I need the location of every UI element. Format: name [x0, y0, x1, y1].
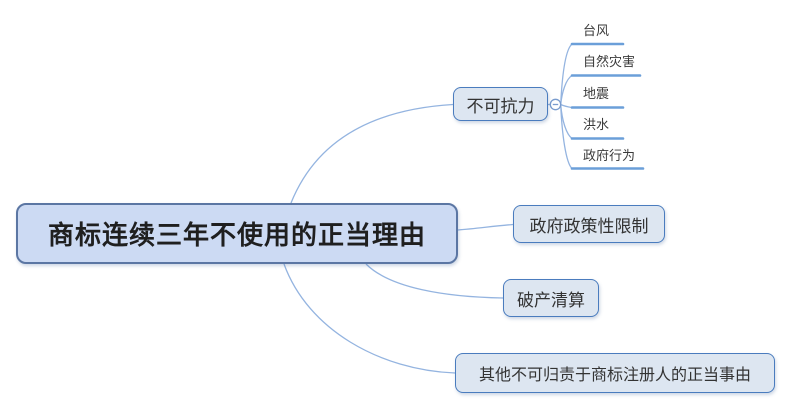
branch-topic-policy-restriction[interactable]: 政府政策性限制 — [513, 205, 665, 243]
branch-topic-force-majeure[interactable]: 不可抗力 — [453, 87, 548, 121]
connector-root-to-bankruptcy — [365, 263, 504, 299]
connector-force-to-earthquake — [560, 103, 573, 109]
leaf-topic-natural-disaster[interactable]: 自然灾害 — [583, 55, 636, 70]
connector-root-to-other — [283, 263, 456, 374]
branch-topic-other-justified-reasons[interactable]: 其他不可归责于商标注册人的正当事由 — [455, 353, 775, 393]
connector-root-to-policy — [457, 223, 514, 231]
collapse-toggle[interactable] — [549, 98, 562, 111]
leaf-topic-typhoon[interactable]: 台风 — [583, 24, 610, 39]
connector-force-to-government-action — [560, 104, 573, 169]
branch-topic-bankruptcy-liquidation[interactable]: 破产清算 — [503, 279, 599, 317]
root-topic[interactable]: 商标连续三年不使用的正当理由 — [16, 203, 458, 264]
leaf-topic-earthquake[interactable]: 地震 — [583, 87, 610, 102]
leaf-topic-flood[interactable]: 洪水 — [583, 118, 610, 133]
leaf-topic-government-action[interactable]: 政府行为 — [583, 149, 636, 164]
connector-root-to-force-majeure — [290, 103, 454, 204]
connector-force-to-natural-disaster — [560, 74, 573, 105]
